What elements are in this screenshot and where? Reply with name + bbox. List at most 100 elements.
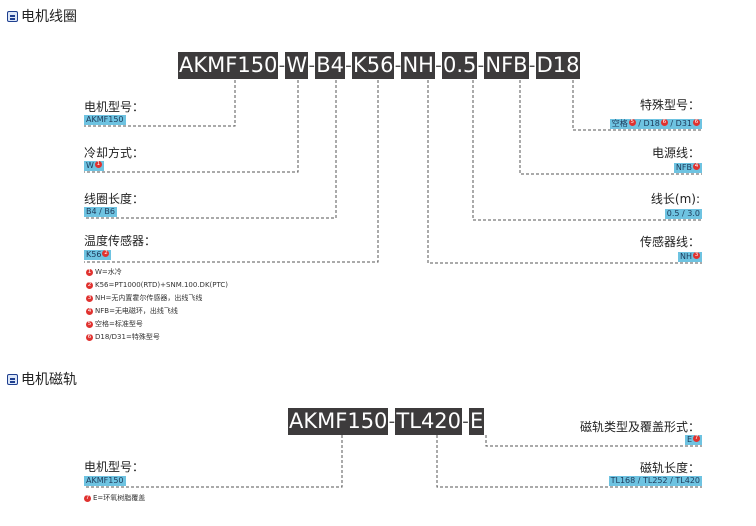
connector-cooling (84, 80, 299, 173)
label-track-type: 磁轨类型及覆盖形式： (579, 420, 700, 434)
code-dash: - (388, 408, 396, 435)
note-text: E=环氧树脂覆盖 (93, 494, 146, 502)
note-text: NH=无内置霍尔传感器，出线飞线 (95, 294, 203, 302)
code-dash: - (434, 52, 442, 79)
label-cable-length: 线长(m): (650, 192, 700, 206)
code-dash: - (462, 408, 470, 435)
note-text: K56=PT1000(RTD)+SNM.100.DK(PTC) (95, 281, 228, 289)
value-text: TL168 / TL252 / TL420 (610, 476, 700, 485)
value-text: NH (680, 252, 692, 261)
code-segment-power-cable: NFB (484, 52, 529, 79)
value-text: E (686, 435, 692, 444)
coil-model-code: AKMF150 - W - B4 - K56 - NH - 0.5 - NFB … (178, 52, 581, 79)
value-text: B4 / B6 (86, 207, 115, 216)
note-marker-badge: 3 (693, 252, 700, 259)
connector-special (572, 80, 702, 131)
label-track-motor-model: 电机型号： (84, 460, 145, 474)
connector-sensor-cable (427, 80, 702, 264)
note-marker-badge: 1 (86, 269, 93, 276)
code-segment-sensor-cable: NH (401, 52, 435, 79)
document-icon (7, 373, 18, 385)
value-track-length: TL168 / TL252 / TL420 (608, 476, 702, 486)
label-motor-model: 电机型号： (84, 100, 145, 114)
connector-temp-sensor (84, 80, 379, 263)
code-dash: - (477, 52, 485, 79)
label-sensor-cable: 传感器线： (639, 235, 700, 249)
code-segment-track-length: TL420 (395, 408, 463, 435)
value-text: NFB (675, 163, 692, 172)
label-track-length: 磁轨长度： (639, 461, 700, 475)
value-text: / D18 (635, 119, 660, 128)
code-dash: - (308, 52, 316, 79)
note-text: W=水冷 (95, 268, 122, 276)
connector-track-type (485, 435, 702, 447)
note-marker-badge: 2 (86, 282, 93, 289)
note-marker-badge: 4 (693, 163, 700, 170)
value-track-motor-model: AKMF150 (84, 476, 126, 486)
value-coil-length: B4 / B6 (84, 207, 117, 217)
note-marker-badge: 7 (84, 495, 91, 502)
section-title-motor-track: 电机磁轨 (7, 369, 77, 389)
label-power-cable: 电源线： (651, 146, 700, 160)
connector-power-cable (519, 80, 702, 175)
value-text: W (86, 161, 94, 170)
code-segment-track-type: E (469, 408, 485, 435)
code-segment-cable-length: 0.5 (441, 52, 478, 79)
note-marker-badge: 4 (86, 308, 93, 315)
value-text: K56 (86, 250, 102, 259)
connector-coil-length (84, 80, 337, 219)
label-coil-length: 线圈长度： (84, 192, 145, 206)
connector-track-motor-model (84, 435, 343, 488)
code-segment-motor-model: AKMF150 (288, 408, 389, 435)
code-segment-motor-model: AKMF150 (178, 52, 279, 79)
section-title-text: 电机线圈 (21, 9, 77, 25)
note-marker-badge: 6 (693, 119, 700, 126)
note-marker-badge: 1 (94, 161, 102, 168)
value-text: AKMF150 (86, 476, 124, 485)
label-cooling: 冷却方式： (84, 146, 145, 160)
code-dash: - (278, 52, 286, 79)
note-marker-badge: 6 (86, 334, 93, 341)
code-dash: - (344, 52, 352, 79)
label-temp-sensor: 温度传感器： (84, 234, 157, 248)
note-marker-badge: 7 (693, 435, 700, 442)
code-segment-special: D18 (535, 52, 581, 79)
note-marker-badge: 5 (86, 321, 93, 328)
value-cable-length: 0.5 / 3.0 (664, 209, 702, 219)
document-icon (7, 10, 18, 22)
value-text: / D31 (667, 119, 692, 128)
value-text: 空格 (611, 119, 628, 128)
section-title-motor-coil: 电机线圈 (7, 6, 77, 26)
code-segment-coil-length: B4 (315, 52, 345, 79)
value-motor-model: AKMF150 (84, 115, 126, 125)
connector-track-length (436, 435, 702, 488)
note-text: NFB=无电磁环，出线飞线 (95, 307, 178, 315)
track-model-code: AKMF150 - TL420 - E (288, 408, 485, 435)
section-title-text: 电机磁轨 (21, 372, 77, 388)
note-marker-badge: 2 (102, 250, 110, 257)
code-segment-cooling: W (285, 52, 309, 79)
value-text: AKMF150 (86, 115, 124, 124)
connector-motor-model (84, 80, 236, 127)
label-special-model: 特殊型号： (639, 98, 700, 112)
note-marker-badge: 3 (86, 295, 93, 302)
connector-cable-length (472, 80, 702, 221)
note-marker-badge: 6 (660, 119, 668, 126)
code-dash: - (394, 52, 402, 79)
